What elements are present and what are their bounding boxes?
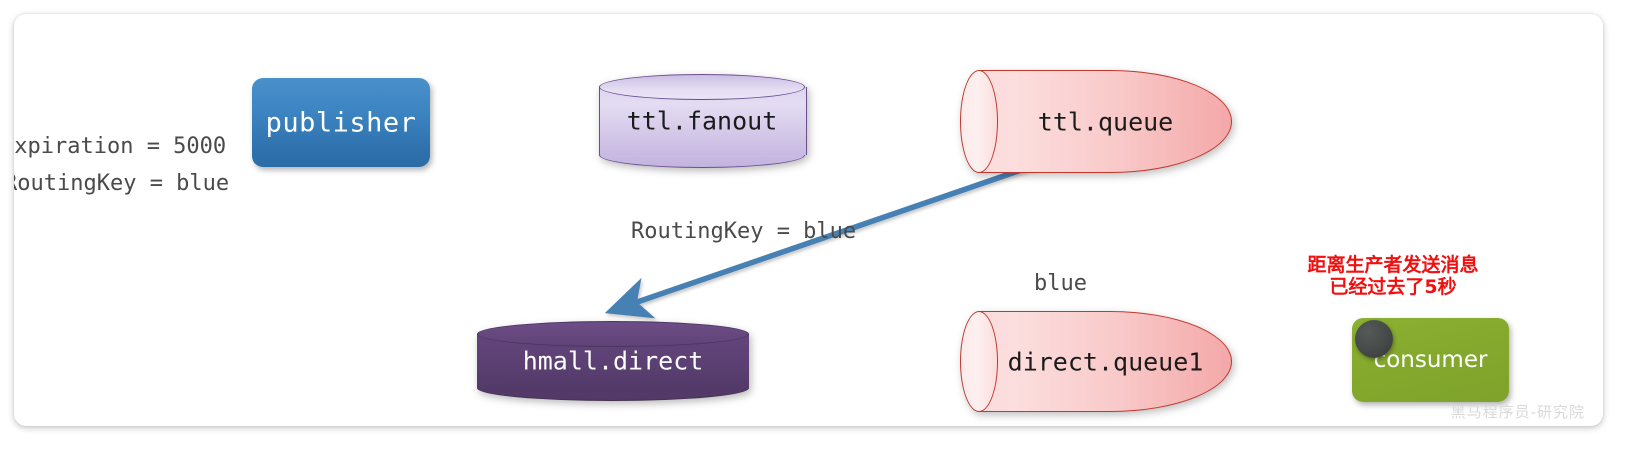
binding-key-blue-label: blue bbox=[1034, 271, 1087, 296]
publisher-routing-key-label: RoutingKey = blue bbox=[14, 171, 230, 196]
queue-body bbox=[979, 311, 1232, 412]
ttl-queue-label: ttl.queue bbox=[1037, 107, 1174, 136]
diagram-card: publisher ttl.fanout ttl.queue hmall.dir… bbox=[14, 14, 1603, 426]
node-direct-queue1[interactable]: direct.queue1 bbox=[960, 311, 1232, 412]
hmall-direct-label: hmall.direct bbox=[522, 346, 704, 376]
watermark: 黑马程序员-研究院 bbox=[1450, 403, 1585, 421]
queue-left-cap bbox=[960, 70, 998, 173]
node-publisher[interactable]: publisher bbox=[252, 78, 430, 167]
node-ttl-fanout-exchange[interactable]: ttl.fanout bbox=[599, 74, 807, 168]
cylinder-body bbox=[599, 87, 807, 155]
queue-left-cap bbox=[960, 311, 998, 412]
cylinder-top-ellipse bbox=[477, 321, 749, 347]
node-ttl-queue[interactable]: ttl.queue bbox=[960, 70, 1232, 173]
ttl-fanout-label: ttl.fanout bbox=[626, 106, 778, 136]
dead-letter-routing-key-label: RoutingKey = blue bbox=[631, 219, 857, 244]
direct-queue1-label: direct.queue1 bbox=[1007, 347, 1204, 376]
publisher-label: publisher bbox=[265, 107, 417, 138]
cylinder-top-ellipse bbox=[599, 74, 805, 100]
delay-annotation-line2: 已经过去了5秒 bbox=[1329, 276, 1457, 299]
node-hmall-direct-exchange[interactable]: hmall.direct bbox=[477, 321, 749, 401]
delay-annotation-line1: 距离生产者发送消息 bbox=[1307, 254, 1479, 276]
delay-annotation: 距离生产者发送消息 已经过去了5秒 bbox=[1288, 254, 1498, 298]
queue-body bbox=[979, 70, 1232, 173]
consumer-label: consumer bbox=[1373, 347, 1488, 373]
expiration-label: expiration = 5000 bbox=[14, 134, 227, 159]
consumer-badge-icon bbox=[1355, 320, 1393, 358]
